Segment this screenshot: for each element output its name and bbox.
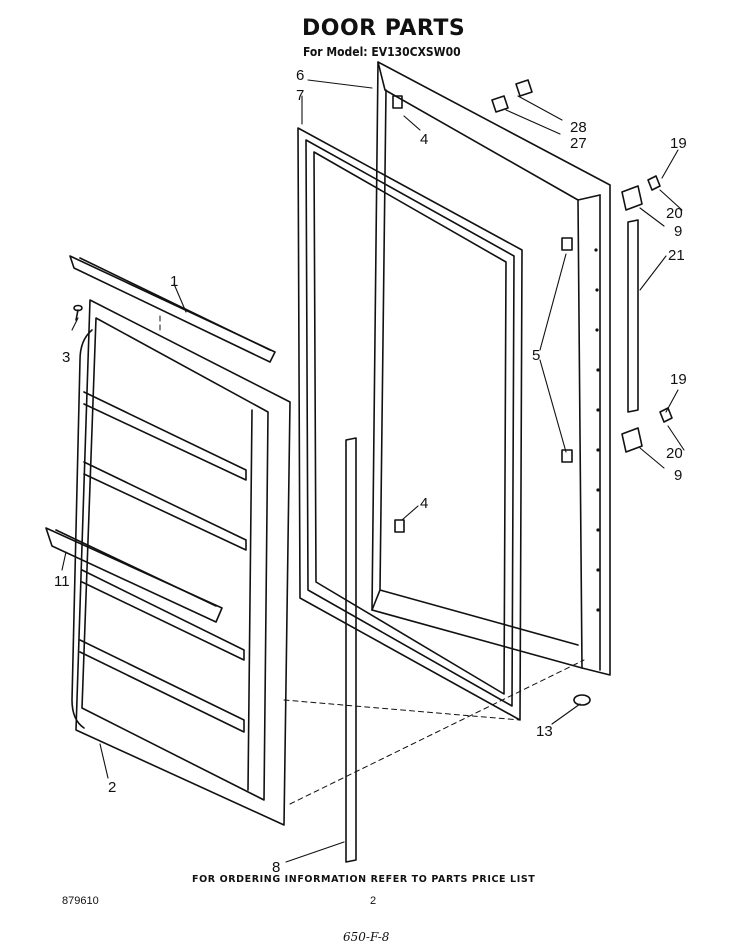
callout-7: 7	[296, 87, 304, 104]
page-number: 2	[370, 895, 377, 907]
callout-28: 28	[570, 119, 587, 136]
callout-8: 8	[272, 859, 280, 876]
screw	[73, 304, 83, 321]
bracket-5-lower	[561, 449, 573, 463]
door-liner	[71, 299, 291, 826]
model-subtitle: For Model: EV130CXSW00	[303, 45, 461, 59]
callout-4-upper: 4	[420, 131, 428, 148]
hinge-cover-bar	[627, 219, 639, 413]
callout-20-upper: 20	[666, 205, 683, 222]
callout-9-upper: 9	[674, 223, 682, 240]
callout-19-lower: 19	[670, 371, 687, 388]
callout-3: 3	[62, 349, 70, 366]
hinge-upper	[621, 175, 661, 211]
door-gasket	[297, 127, 523, 721]
callout-27: 27	[570, 135, 587, 152]
callout-19-upper: 19	[670, 135, 687, 152]
door-bar	[45, 527, 223, 623]
callout-20-lower: 20	[666, 445, 683, 462]
hinge-lower	[621, 407, 673, 453]
callout-1: 1	[170, 273, 178, 290]
vertical-strip	[345, 437, 357, 863]
callout-21: 21	[668, 247, 685, 264]
callout-2: 2	[108, 779, 116, 796]
plug-28	[515, 79, 533, 97]
foot-13	[573, 694, 591, 706]
callout-6: 6	[296, 67, 304, 84]
callout-13: 13	[536, 723, 553, 740]
page-title: DOOR PARTS	[302, 16, 466, 41]
ordering-info-note: FOR ORDERING INFORMATION REFER TO PARTS …	[192, 874, 536, 885]
door-stop-4-lower	[394, 519, 405, 533]
callout-11: 11	[54, 573, 70, 590]
document-number: 879610	[62, 895, 99, 907]
plug-27	[491, 95, 509, 113]
door-stop-4-upper	[392, 95, 403, 109]
callout-5: 5	[532, 347, 540, 364]
handwritten-mark: 650-F-8	[343, 930, 390, 944]
callout-4-lower: 4	[420, 495, 428, 512]
top-trim-strip	[69, 255, 276, 363]
bracket-5-upper	[561, 237, 573, 251]
door-frame	[371, 61, 611, 676]
callout-9-lower: 9	[674, 467, 682, 484]
